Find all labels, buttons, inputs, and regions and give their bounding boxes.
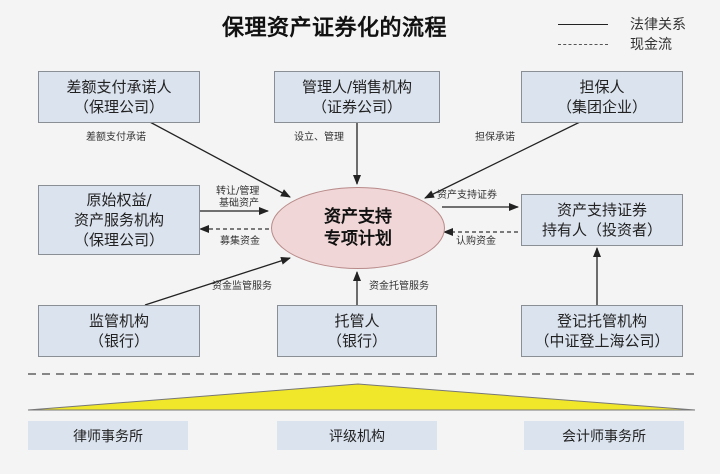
label-abs-securities: 资产支持证券 bbox=[437, 190, 497, 201]
box-line: 监管机构 bbox=[88, 312, 149, 330]
box-difference-payment-promisor: 差额支付承诺人 （保理公司） bbox=[38, 71, 200, 123]
box-custodian-bank: 托管人 （银行） bbox=[277, 305, 437, 357]
label-setup-manage: 设立、管理 bbox=[294, 132, 344, 143]
label-fund-custody: 资金托管服务 bbox=[369, 281, 429, 292]
box-line: （证券公司） bbox=[311, 98, 402, 116]
box-line: 登记托管机构 bbox=[556, 312, 647, 330]
dashed-line-swatch bbox=[558, 43, 608, 45]
solid-line-swatch bbox=[558, 23, 608, 25]
box-line: 托管人 bbox=[334, 312, 380, 330]
label-diff-payment: 差额支付承诺 bbox=[86, 132, 146, 143]
center-line: 专项计划 bbox=[324, 229, 392, 249]
box-line: 持有人（投资者） bbox=[541, 221, 662, 239]
box-guarantor: 担保人 （集团企业） bbox=[521, 71, 683, 123]
box-line: （银行） bbox=[88, 332, 149, 350]
center-special-plan: 资产支持 专项计划 bbox=[271, 187, 445, 269]
box-registration-custody: 登记托管机构 （中证登上海公司） bbox=[521, 305, 683, 357]
diagram-title: 保理资产证券化的流程 bbox=[222, 16, 448, 41]
label-subscribe-funds: 认购资金 bbox=[456, 236, 496, 247]
label-guarantee: 担保承诺 bbox=[475, 132, 515, 143]
box-manager-sales-agency: 管理人/销售机构 （证券公司） bbox=[274, 71, 440, 123]
box-originator-servicer: 原始权益/ 资产服务机构 （保理公司） bbox=[38, 185, 200, 255]
legend-dashed-label: 现金流 bbox=[630, 37, 672, 53]
service-rating-agency: 评级机构 bbox=[277, 421, 437, 450]
box-line: 管理人/销售机构 bbox=[301, 78, 413, 96]
box-supervisory-bank: 监管机构 （银行） bbox=[38, 305, 200, 357]
box-line: （保理公司） bbox=[73, 231, 164, 249]
box-line: 原始权益/ bbox=[86, 191, 152, 209]
service-accounting-firm: 会计师事务所 bbox=[524, 421, 684, 450]
label-fund-supervision: 资金监管服务 bbox=[212, 281, 272, 292]
legend-solid-label: 法律关系 bbox=[630, 17, 686, 33]
service-triangle bbox=[27, 383, 696, 411]
box-line: （中证登上海公司） bbox=[534, 332, 670, 350]
service-law-firm: 律师事务所 bbox=[28, 421, 188, 450]
label-raise-funds: 募集资金 bbox=[220, 236, 260, 247]
legend-solid: 法律关系 bbox=[558, 14, 686, 34]
box-line: 资产支持证券 bbox=[556, 201, 647, 219]
center-line: 资产支持 bbox=[324, 207, 392, 227]
label-transfer-line2: 基础资产 bbox=[219, 198, 259, 209]
box-line: 资产服务机构 bbox=[73, 211, 164, 229]
legend-dashed: 现金流 bbox=[558, 34, 672, 54]
box-line: （集团企业） bbox=[556, 98, 647, 116]
label-transfer-line1: 转让/管理 bbox=[216, 186, 260, 197]
box-line: （保理公司） bbox=[73, 98, 164, 116]
box-abs-holders: 资产支持证券 持有人（投资者） bbox=[521, 194, 683, 246]
box-line: 担保人 bbox=[579, 78, 625, 96]
box-line: 差额支付承诺人 bbox=[66, 78, 172, 96]
box-line: （银行） bbox=[326, 332, 387, 350]
